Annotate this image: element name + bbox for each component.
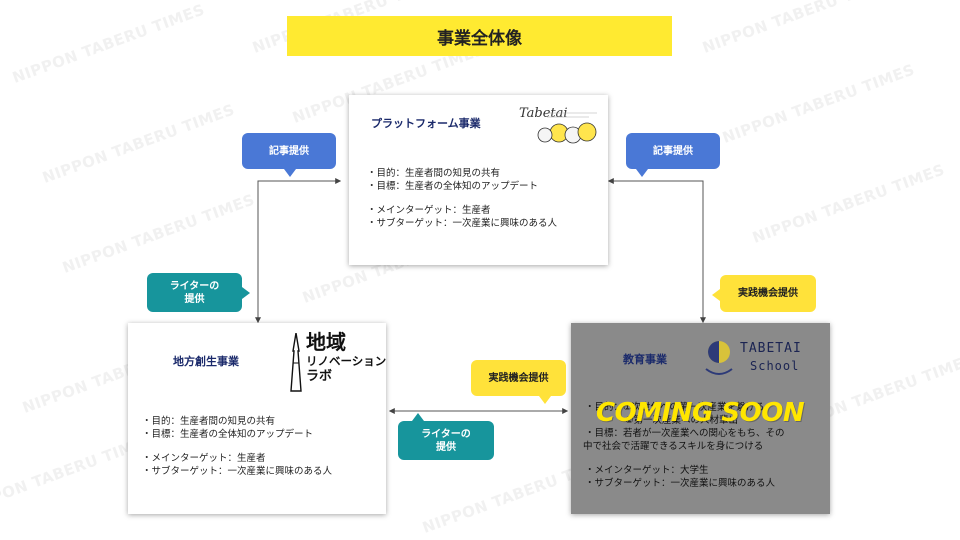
coming-soon-overlay: COMING SOON <box>596 398 805 428</box>
local-main-target: ・メインターゲット：生産者 <box>142 453 266 464</box>
chiiki-renovation-lab-logo: 地域 リノベーション ラボ <box>288 330 386 393</box>
local-sub-target: ・サブターゲット：一次産業に興味のある人 <box>142 466 333 477</box>
platform-goal: ・目標：生産者の全体知のアップデート <box>367 181 539 192</box>
education-purpose-2: ②第一次産業への人材輩出 <box>625 415 739 426</box>
practice-opportunity-text: 実践機会提供 <box>488 372 549 384</box>
platform-sub-target: ・サブターゲット：一次産業に興味のある人 <box>367 218 558 229</box>
education-sub-target: ・サブターゲット：一次産業に興味のある人 <box>585 478 776 489</box>
local-revitalization-title: 地方創生事業 <box>173 355 239 368</box>
practice-opportunity-label-right: 実践機会提供 <box>712 275 816 312</box>
article-provision-text: 記事提供 <box>269 145 309 157</box>
local-goal: ・目標：生産者の全体知のアップデート <box>142 429 314 440</box>
school-logo-line1: TABETAI <box>740 341 802 356</box>
article-provision-label-right: 記事提供 <box>626 133 720 177</box>
platform-business-title: プラットフォーム事業 <box>371 117 481 130</box>
writer-provision-label-left: ライターの 提供 <box>147 273 250 312</box>
platform-business-body: ・目的：生産者間の知見の共有 ・目標：生産者の全体知のアップデート ・メインター… <box>367 167 557 230</box>
tower-icon <box>290 333 302 392</box>
education-purpose: ・目的：①次世代への第一次産業を繋げる <box>585 402 765 413</box>
education-business-title: 教育事業 <box>623 353 667 366</box>
chiiki-logo-line2: リノベーション <box>306 354 387 368</box>
education-goal-2: 中で社会で活躍できるスキルを身につける <box>583 441 764 452</box>
school-logo-line2: School <box>750 359 800 373</box>
article-provision-label-left: 記事提供 <box>242 133 336 177</box>
chiiki-logo-line3: ラボ <box>306 369 333 384</box>
education-business-body: ・目的：①次世代への第一次産業を繋げる ②第一次産業への人材輩出 ・目標：若者が… <box>583 401 785 490</box>
platform-main-target: ・メインターゲット：生産者 <box>367 205 491 216</box>
writer-provision-text: ライターの 提供 <box>421 428 471 453</box>
tabetai-logo: Tabetai <box>519 106 597 144</box>
tabetai-school-logo: TABETAI School <box>704 339 814 383</box>
education-main-target: ・メインターゲット：大学生 <box>585 465 709 476</box>
writer-provision-text: ライターの 提供 <box>169 280 220 305</box>
local-revitalization-card: 地方創生事業 地域 リノベーション ラボ ・目的：生産者間の知見の共有 ・目標：… <box>128 323 386 514</box>
arrow-platform-education <box>607 178 706 324</box>
arrow-platform-local <box>255 178 342 324</box>
local-revitalization-body: ・目的：生産者間の知見の共有 ・目標：生産者の全体知のアップデート ・メインター… <box>142 415 332 478</box>
writer-provision-label-middle: ライターの 提供 <box>398 413 494 460</box>
platform-purpose: ・目的：生産者間の知見の共有 <box>367 168 501 179</box>
local-purpose: ・目的：生産者間の知見の共有 <box>142 416 276 427</box>
chiiki-logo-line1: 地域 <box>306 330 346 354</box>
article-provision-text: 記事提供 <box>653 145 693 157</box>
page-title: 事業全体像 <box>287 16 672 56</box>
tabetai-logo-text: Tabetai <box>519 106 568 121</box>
platform-business-card: プラットフォーム事業 Tabetai ・目的：生産者間の知見の共有 ・目標：生産… <box>349 95 608 265</box>
practice-opportunity-text: 実践機会提供 <box>738 288 798 299</box>
education-goal: ・目標：若者が一次産業への関心をもち、その <box>585 428 785 439</box>
practice-opportunity-label-middle: 実践機会提供 <box>471 360 566 404</box>
education-business-card: 教育事業 TABETAI School ・目的：①次世代への第一次産業を繋げる … <box>571 323 830 514</box>
sun-hand-icon <box>705 341 733 375</box>
